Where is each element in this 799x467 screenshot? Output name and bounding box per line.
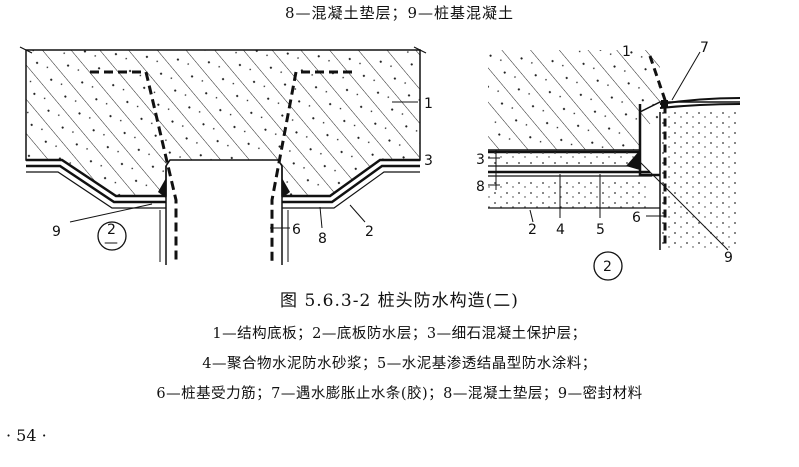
legend-line-3: 6—桩基受力筋；7—遇水膨胀止水条(胶)；8—混凝土垫层；9—密封材料 bbox=[156, 386, 643, 402]
left-detail-number: 2 bbox=[107, 222, 116, 238]
left-label-2: 2 bbox=[365, 224, 374, 240]
legend-line-1: 1—结构底板；2—底板防水层；3—细石混凝土保护层； bbox=[212, 326, 587, 342]
left-label-6: 6 bbox=[292, 222, 301, 238]
left-label-3: 3 bbox=[424, 153, 433, 169]
right-label-2: 2 bbox=[528, 222, 537, 238]
top-caption: 8—混凝土垫层；9—桩基混凝土 bbox=[284, 4, 515, 22]
right-label-5: 5 bbox=[596, 222, 605, 238]
right-label-4: 4 bbox=[556, 222, 565, 238]
legend-line-2: 4—聚合物水泥防水砂浆；5—水泥基渗透结晶型防水涂料； bbox=[202, 356, 597, 372]
right-label-9: 9 bbox=[724, 250, 733, 266]
right-label-3: 3 bbox=[476, 152, 485, 168]
left-detail-bar: — bbox=[104, 235, 118, 251]
figure-title: 图 5.6.3-2 桩头防水构造(二) bbox=[280, 291, 519, 311]
right-detail-drawing bbox=[488, 50, 741, 281]
right-label-1: 1 bbox=[622, 44, 631, 60]
page-number: · 54 · bbox=[6, 426, 47, 445]
left-label-1: 1 bbox=[424, 96, 433, 112]
right-detail-number: 2 bbox=[603, 259, 612, 275]
left-label-9: 9 bbox=[52, 224, 61, 240]
right-label-7: 7 bbox=[700, 40, 709, 56]
left-label-8: 8 bbox=[318, 231, 327, 247]
left-detail-drawing bbox=[19, 46, 427, 265]
right-label-6: 6 bbox=[632, 210, 641, 226]
right-label-8: 8 bbox=[476, 179, 485, 195]
